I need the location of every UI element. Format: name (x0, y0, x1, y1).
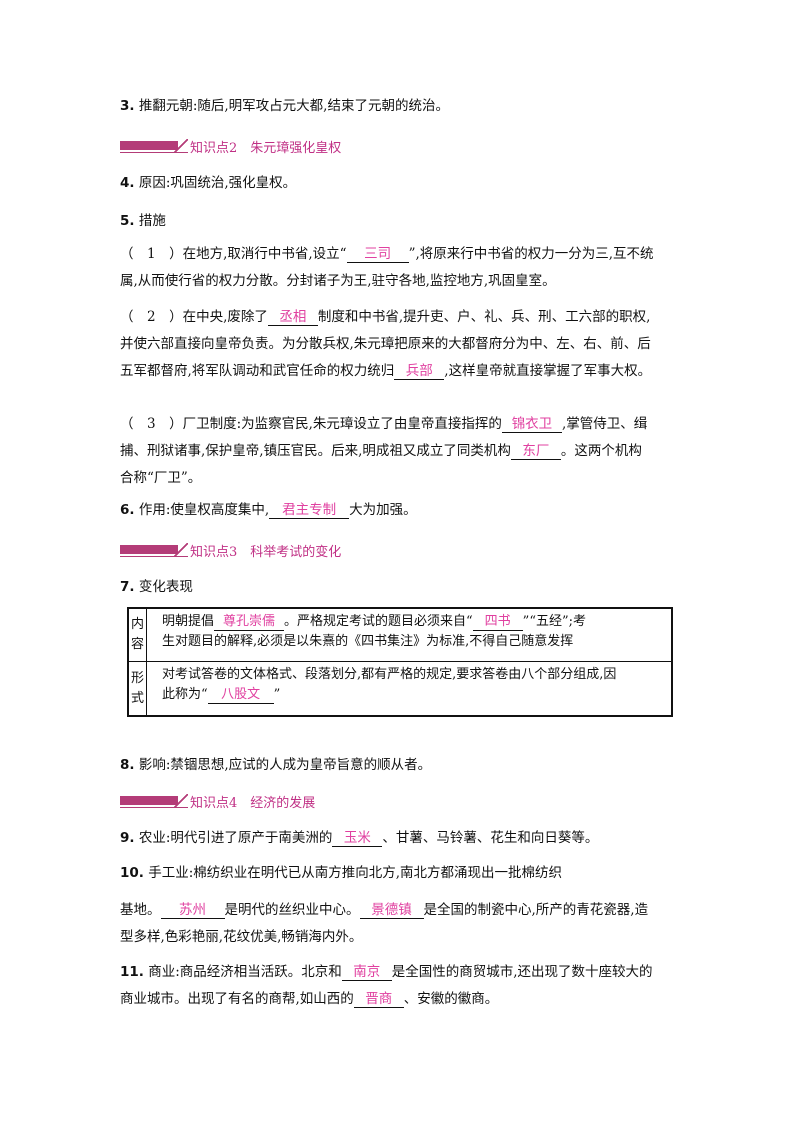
answer-blank: 苏州 (160, 902, 225, 919)
table-row: 内容 明朝提倡尊孔崇儒。严格规定考试的题目必须来自“四书”“五经”;考 生对题目… (129, 609, 671, 662)
measure-2: （ 2 ）在中央,废除了丞相制度和中书省,提升吏、户、礼、兵、刑、工六部的职权,… (120, 309, 652, 380)
answer-blank: 尊孔崇儒 (214, 614, 285, 631)
row-header: 内容 (129, 609, 147, 661)
section-bar-icon (120, 139, 188, 153)
answer-blank: 南京 (341, 964, 392, 981)
table-cell: 对考试答卷的文体格式、段落划分,都有严格的规定,要求答卷由八个部分组成,因 此称… (162, 667, 617, 704)
answer-blank: 锦衣卫 (501, 416, 562, 433)
knowledge-point-4-header: 知识点4 经济的发展 (120, 792, 315, 811)
measure-1: （ 1 ）在地方,取消行中书省,设立“三司”,将原来行中书省的权力一分为三,互不… (120, 246, 654, 289)
answer-blank: 景德镇 (359, 902, 424, 919)
answer-blank: 丞相 (267, 309, 318, 326)
answer-blank: 君主专制 (269, 502, 350, 519)
knowledge-point-3-header: 知识点3 科举考试的变化 (120, 541, 341, 560)
item-9: 9. 农业:明代引进了原产于南美洲的玉米、甘薯、马铃薯、花生和向日葵等。 (120, 830, 599, 847)
item-11: 11. 商业:商品经济相当活跃。北京和南京是全国性的商贸城市,还出现了数十座较大… (120, 964, 653, 1008)
answer-blank: 东厂 (510, 443, 561, 460)
measure-3: （ 3 ）厂卫制度:为监察官民,朱元璋设立了由皇帝直接指挥的锦衣卫,掌管侍卫、缉… (120, 416, 648, 486)
answer-blank: 玉米 (332, 830, 383, 847)
table-cell: 明朝提倡尊孔崇儒。严格规定考试的题目必须来自“四书”“五经”;考 生对题目的解释… (162, 614, 586, 649)
exam-change-table: 内容 明朝提倡尊孔崇儒。严格规定考试的题目必须来自“四书”“五经”;考 生对题目… (127, 607, 673, 717)
section-bar-icon (120, 543, 188, 557)
row-header: 形式 (129, 662, 147, 716)
item-10-line-1: 10. 手工业:棉纺织业在明代已从南方推向北方,南北方都涌现出一批棉纺织 (120, 865, 563, 881)
item-4: 4. 原因:巩固统治,强化皇权。 (120, 175, 297, 191)
item-7: 7. 变化表现 (120, 579, 193, 595)
table-row: 形式 对考试答卷的文体格式、段落划分,都有严格的规定,要求答卷由八个部分组成,因… (129, 662, 671, 716)
answer-blank: 晋商 (353, 991, 404, 1008)
section-bar-icon (120, 794, 188, 808)
item-5: 5. 措施 (120, 213, 166, 229)
answer-blank: 四书 (472, 614, 523, 631)
item-10-cont: 基地。苏州是明代的丝织业中心。景德镇是全国的制瓷中心,所产的青花瓷器,造 型多样… (120, 902, 649, 945)
item-6: 6. 作用:使皇权高度集中,君主专制大为加强。 (120, 502, 417, 519)
knowledge-point-2-header: 知识点2 朱元璋强化皇权 (120, 137, 341, 156)
item-8: 8. 影响:禁锢思想,应试的人成为皇帝旨意的顺从者。 (120, 757, 432, 773)
answer-blank: 三司 (346, 246, 409, 263)
item-3: 3. 推翻元朝:随后,明军攻占元大都,结束了元朝的统治。 (120, 98, 449, 114)
answer-blank: 兵部 (394, 363, 445, 380)
answer-blank: 八股文 (207, 687, 274, 704)
